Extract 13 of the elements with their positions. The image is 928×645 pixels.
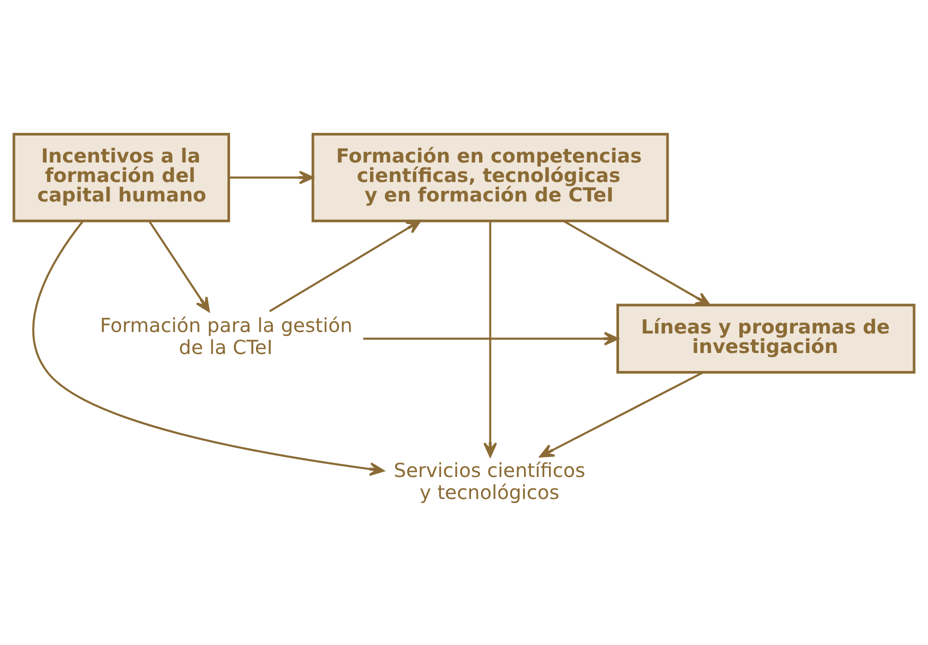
arrow (269, 220, 422, 312)
arrow (363, 332, 619, 346)
arrow (562, 220, 710, 306)
arrow (148, 220, 210, 312)
node-box: Líneas y programas de investigación (616, 304, 916, 374)
arrow (32, 220, 384, 476)
arrow (483, 221, 498, 458)
arrow (229, 170, 314, 184)
arrow (539, 372, 704, 458)
node-text: Formación para la gestión de la CTeI (100, 314, 352, 360)
node-text: Servicios científicos y tecnológicos (394, 459, 586, 504)
node-box: Incentivos a la formación del capital humano (12, 132, 230, 222)
node-box: Formación en competencias científicas, tecnológicas y en formación de CTeI (312, 132, 669, 222)
